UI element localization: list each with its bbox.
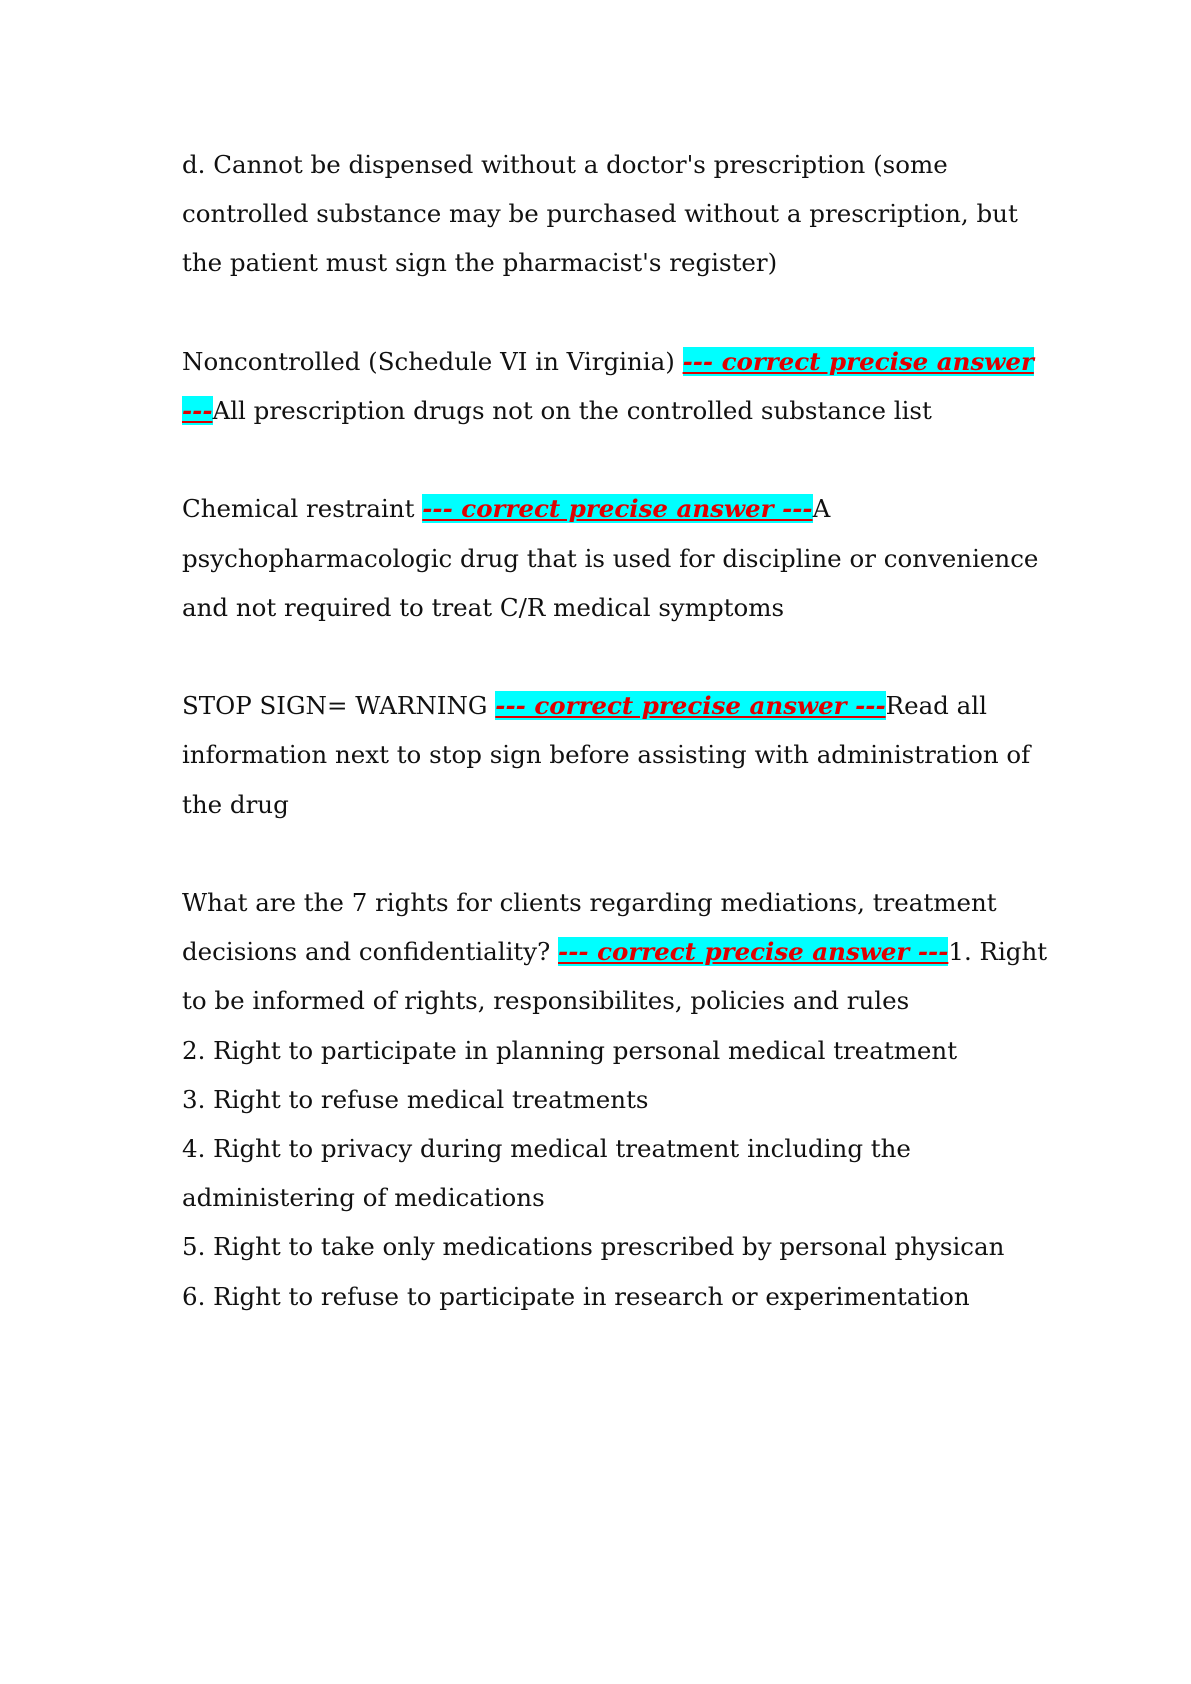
question-text: Chemical restraint xyxy=(182,494,423,524)
paragraph-gap xyxy=(182,829,1052,878)
answer-text: 1. Right to be informed of rights, respo… xyxy=(182,937,1048,1016)
answer-marker: --- correct precise answer --- xyxy=(558,937,949,967)
document-body: d. Cannot be dispensed without a doctor'… xyxy=(182,140,1052,1321)
answer-continuation: d. Cannot be dispensed without a doctor'… xyxy=(182,140,1052,288)
paragraph-gap xyxy=(182,435,1052,484)
answer-marker: --- correct precise answer --- xyxy=(422,494,813,524)
answer-text: All prescription drugs not on the contro… xyxy=(212,396,932,425)
rights-list-item: 2. Right to participate in planning pers… xyxy=(182,1035,958,1065)
question-text: What are the 7 rights for clients regard… xyxy=(182,887,997,967)
rights-list-item: 5. Right to take only medications prescr… xyxy=(182,1232,1005,1262)
answer-text: d. Cannot be dispensed without a doctor'… xyxy=(182,150,1018,278)
flashcard-chemical-restraint: Chemical restraint --- correct precise a… xyxy=(182,484,1052,632)
rights-list-item: 6. Right to refuse to participate in res… xyxy=(182,1281,970,1311)
paragraph-gap xyxy=(182,632,1052,681)
flashcard-stop-sign: STOP SIGN= WARNING --- correct precise a… xyxy=(182,681,1052,829)
answer-text: A psychopharmacologic drug that is used … xyxy=(182,494,1039,622)
answer-marker: --- correct precise answer --- xyxy=(495,691,886,721)
question-text: STOP SIGN= WARNING xyxy=(182,691,496,721)
paragraph-gap xyxy=(182,288,1052,337)
flashcard-seven-rights: What are the 7 rights for clients regard… xyxy=(182,878,1052,1026)
rights-list-item: 4. Right to privacy during medical treat… xyxy=(182,1134,911,1213)
flashcard-noncontrolled: Noncontrolled (Schedule VI in Virginia) … xyxy=(182,337,1052,435)
question-text: Noncontrolled (Schedule VI in Virginia) xyxy=(182,346,683,376)
rights-list-item: 3. Right to refuse medical treatments xyxy=(182,1084,649,1114)
answer-text: Read all information next to stop sign b… xyxy=(182,691,1031,819)
